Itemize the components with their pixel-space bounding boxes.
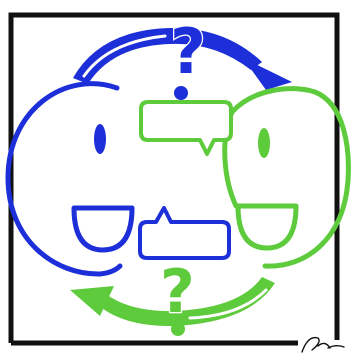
top-question-mark-icon: ? bbox=[170, 15, 206, 100]
bottom-question-mark-icon: ? bbox=[160, 257, 195, 336]
top-question-mark: ? bbox=[170, 15, 206, 88]
bottom-question-mark: ? bbox=[160, 257, 195, 327]
